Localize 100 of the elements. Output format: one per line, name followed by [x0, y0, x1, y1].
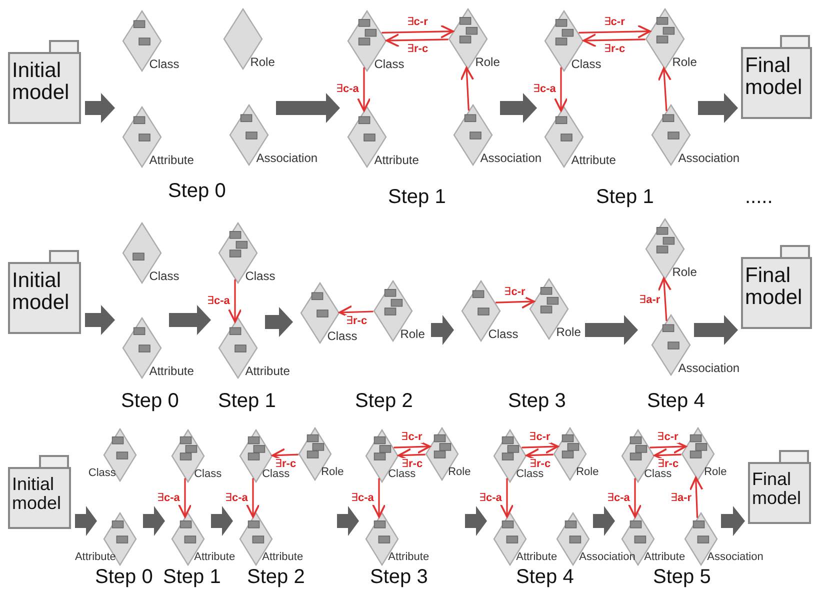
arrow [650, 440, 687, 454]
node-label: Attribute [374, 153, 419, 167]
node-label: Association [678, 361, 740, 375]
arrow [582, 33, 646, 48]
step-label: Step 1 [596, 186, 654, 209]
edge-label: ∃a-r [638, 294, 662, 306]
block-arrow [143, 506, 165, 536]
node-label: Attribute [149, 364, 194, 378]
arrow [628, 478, 642, 518]
step-label: Step 0 [168, 180, 226, 203]
node-label: Class [488, 327, 518, 341]
edge-label: ∃c-a [156, 492, 181, 504]
package-label: Final model [752, 470, 802, 508]
arrow [228, 279, 242, 322]
block-arrow [593, 506, 615, 536]
arrow [178, 478, 192, 518]
edge-label: ∃r-c [274, 458, 298, 470]
node-label: Role [475, 55, 500, 69]
edge-label: ∃r-c [400, 458, 424, 470]
node-label: Role [400, 327, 425, 341]
edge-label: ∃c-r [528, 431, 552, 444]
node-label: Class [194, 468, 222, 480]
edge-label: ∃c-a [206, 294, 231, 307]
step-label: Step 0 [121, 390, 179, 413]
block-arrow [465, 506, 487, 536]
node-label: Attribute [644, 551, 686, 563]
edge-label: ∃r-c [528, 458, 552, 470]
block-arrow [721, 506, 745, 536]
node-label: Attribute [74, 551, 116, 563]
node-label: Association [480, 151, 542, 165]
arrow [689, 476, 704, 518]
node-label: Role [321, 466, 344, 478]
step-label: Step 4 [647, 390, 705, 413]
node-label: Association [707, 551, 764, 563]
node-label: Class [388, 468, 416, 480]
step-label: Step 2 [355, 390, 413, 413]
step-label: Step 3 [508, 390, 566, 413]
block-arrow [265, 307, 293, 337]
block-arrow [585, 315, 638, 345]
arrow [578, 24, 651, 38]
node-label: Role [250, 55, 275, 69]
node-label: Attribute [245, 364, 290, 378]
step-label: Step 4 [516, 566, 574, 589]
arrow [500, 478, 514, 518]
continuation-dots: ..... [745, 186, 773, 209]
arrow [386, 33, 448, 48]
node-label: Association [256, 151, 318, 165]
block-arrow [431, 315, 454, 345]
node-label: Role [704, 466, 727, 478]
edge-label: ∃c-a [478, 492, 503, 504]
step-label: Step 1 [388, 186, 446, 209]
arrow [658, 277, 672, 322]
step-label: Step 0 [95, 566, 153, 589]
edge-label: ∃c-r [400, 431, 424, 444]
edge-label: ∃c-a [335, 83, 360, 96]
block-arrow [694, 315, 738, 345]
node-label: Attribute [262, 551, 304, 563]
node-label: Class [245, 269, 276, 283]
node-label: Role [672, 55, 697, 69]
block-arrow [337, 506, 359, 536]
node-label: Class [516, 468, 544, 480]
arrow [357, 67, 371, 112]
node-label: Class [149, 269, 180, 283]
node-label: Class [644, 468, 672, 480]
edge-label: ∃c-a [606, 492, 631, 504]
package-label: Final model [745, 55, 804, 100]
step-label: Step 5 [653, 566, 711, 589]
edge-label: ∃r-c [656, 458, 680, 470]
arrow [372, 478, 386, 518]
block-arrow [75, 506, 97, 536]
arrow [522, 440, 559, 454]
edge-label: ∃a-r [670, 492, 693, 504]
arrow [460, 66, 474, 111]
node-label: Association [678, 151, 740, 165]
block-arrow [211, 506, 233, 536]
node-label: Role [576, 466, 599, 478]
edge-label: ∃c-r [406, 16, 429, 28]
edge-label: ∃c-a [350, 492, 375, 504]
node-label: Class [88, 467, 116, 479]
node-label: Association [579, 551, 636, 563]
package-label: Final model [745, 265, 804, 310]
arrow [382, 24, 454, 38]
node-label: Attribute [388, 551, 430, 563]
edge-label: ∃r-c [603, 43, 626, 56]
step-label: Step 1 [163, 566, 221, 589]
node-label: Attribute [516, 551, 558, 563]
block-arrow [500, 93, 537, 123]
arrow [658, 67, 672, 112]
step-label: Step 2 [247, 566, 305, 589]
node-label: Attribute [149, 153, 194, 167]
arrow [554, 67, 568, 112]
step-label: Step 3 [370, 566, 428, 589]
block-arrow [85, 305, 115, 335]
node-label: Class [149, 57, 180, 71]
package-label: Initial model [12, 60, 70, 104]
edge-label: ∃c-r [656, 431, 680, 444]
arrow [496, 294, 535, 309]
block-arrow [276, 93, 340, 123]
node-label: Role [672, 265, 697, 279]
package-label: Initial model [12, 475, 62, 513]
